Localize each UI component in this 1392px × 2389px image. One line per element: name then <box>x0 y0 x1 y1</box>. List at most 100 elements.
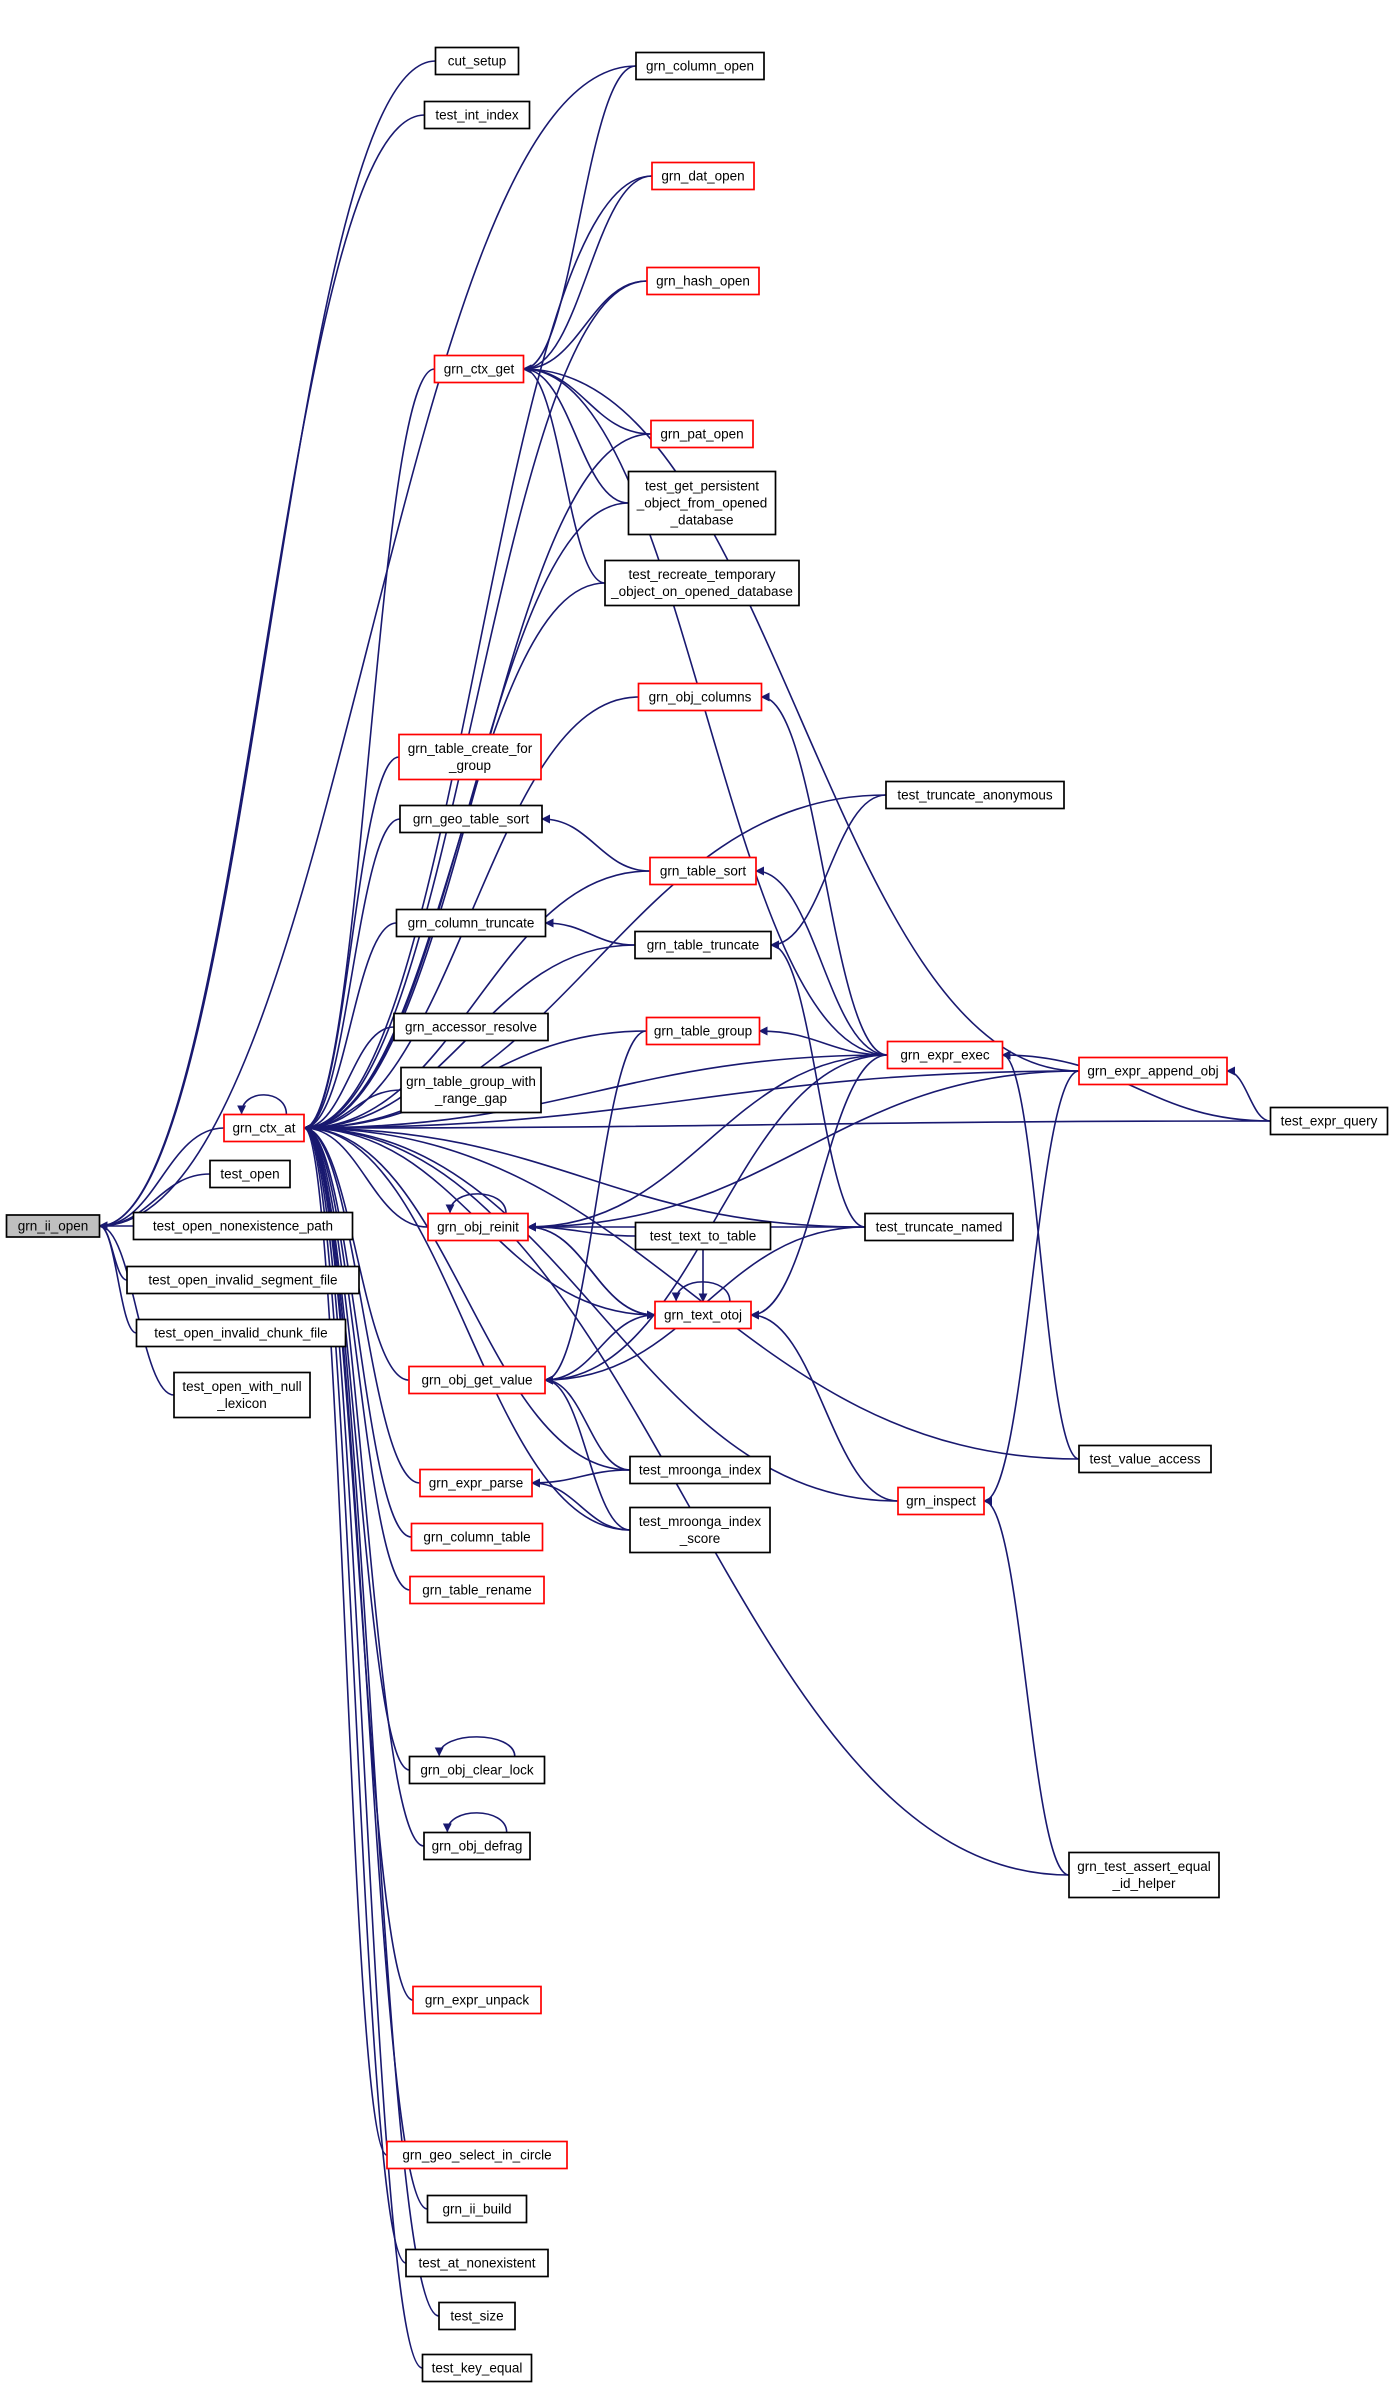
node-test-recreate-temporary[interactable]: test_recreate_temporary_object_on_opened… <box>604 559 800 607</box>
edge-test_mroonga_index-to-grn_ctx_at <box>303 1123 631 1471</box>
node-grn-text-otoj[interactable]: grn_text_otoj <box>654 1300 752 1330</box>
node-label: test_key_equal <box>432 2361 523 2376</box>
edge-grn_table_rename-to-grn_ctx_at <box>303 1123 411 1591</box>
node-test-mroonga-index[interactable]: test_mroonga_index <box>629 1455 771 1485</box>
edge-grn_geo_table_sort-to-grn_ctx_at <box>303 818 401 1133</box>
node-grn-expr-append-obj[interactable]: grn_expr_append_obj <box>1078 1056 1228 1086</box>
node-grn-obj-reinit[interactable]: grn_obj_reinit <box>427 1212 529 1242</box>
node-grn-ctx-at[interactable]: grn_ctx_at <box>223 1113 305 1143</box>
edge-test_int_index-to-grn_ii_open <box>98 114 425 1231</box>
node-test-size[interactable]: test_size <box>438 2301 516 2331</box>
edge-test_value_access-to-grn_ctx_at <box>303 1123 1080 1460</box>
node-box <box>886 1040 1004 1070</box>
node-test-get-persistent[interactable]: test_get_persistent_object_from_opened_d… <box>627 470 777 536</box>
edge-grn_table_create_for_group-to-grn_ctx_at <box>303 756 400 1133</box>
edge-test_mroonga_index_score-to-grn_ctx_at <box>303 1123 631 1531</box>
node-test-open-with-null-lexicon[interactable]: test_open_with_null_lexicon <box>173 1371 311 1419</box>
node-grn-obj-get-value[interactable]: grn_obj_get_value <box>408 1365 546 1395</box>
node-label: grn_obj_reinit <box>437 1220 519 1235</box>
node-test-expr-query[interactable]: test_expr_query <box>1269 1106 1389 1136</box>
node-grn-ctx-get[interactable]: grn_ctx_get <box>433 354 525 384</box>
edge-grn_expr_exec-to-grn_text_otoj <box>750 1054 888 1320</box>
edge-grn_obj_reinit-to-grn_obj_reinit <box>445 1193 507 1214</box>
node-label: test_open_invalid_chunk_file <box>154 1326 327 1341</box>
edge-grn_table_sort-to-grn_ctx_at <box>303 870 651 1133</box>
node-label: test_open_nonexistence_path <box>153 1219 333 1234</box>
node-box <box>629 1455 771 1485</box>
node-test-open-invalid-chunk-file[interactable]: test_open_invalid_chunk_file <box>135 1318 347 1348</box>
node-grn-geo-select-in-circle[interactable]: grn_geo_select_in_circle <box>386 2140 568 2170</box>
node-box <box>426 2194 528 2224</box>
node-grn-table-group[interactable]: grn_table_group <box>645 1016 761 1046</box>
edge-grn_test_assert_equal_id_helper-to-grn_inspect <box>983 1496 1070 1876</box>
node-grn-obj-columns[interactable]: grn_obj_columns <box>637 682 763 712</box>
node-grn-table-sort[interactable]: grn_table_sort <box>649 856 757 886</box>
node-label: grn_column_truncate <box>408 916 535 931</box>
node-grn-expr-exec[interactable]: grn_expr_exec <box>886 1040 1004 1070</box>
node-label: _object_on_opened_database <box>610 584 793 599</box>
node-test-value-access[interactable]: test_value_access <box>1078 1444 1212 1474</box>
edge-grn_expr_exec-to-grn_obj_columns <box>760 692 888 1056</box>
node-grn-inspect[interactable]: grn_inspect <box>897 1486 985 1516</box>
node-grn-column-table[interactable]: grn_column_table <box>410 1522 544 1552</box>
edge-grn_expr_append_obj-to-grn_inspect <box>983 1070 1080 1506</box>
node-label: grn_table_group_with <box>406 1074 536 1089</box>
node-test-open[interactable]: test_open <box>209 1159 291 1189</box>
node-test-open-nonexistence-path[interactable]: test_open_nonexistence_path <box>132 1211 354 1241</box>
node-grn-table-group-with-range-gap[interactable]: grn_table_group_with_range_gap <box>400 1066 542 1114</box>
node-label: grn_expr_exec <box>900 1048 990 1063</box>
node-test-key-equal[interactable]: test_key_equal <box>421 2353 533 2383</box>
node-box <box>864 1212 1014 1242</box>
node-grn-obj-clear-lock[interactable]: grn_obj_clear_lock <box>408 1755 546 1785</box>
node-grn-expr-unpack[interactable]: grn_expr_unpack <box>412 1985 542 2015</box>
node-test-int-index[interactable]: test_int_index <box>423 100 531 130</box>
node-box <box>634 930 772 960</box>
node-grn-dat-open[interactable]: grn_dat_open <box>651 161 755 191</box>
node-grn-expr-parse[interactable]: grn_expr_parse <box>419 1468 533 1498</box>
node-box <box>627 470 777 536</box>
node-grn-geo-table-sort[interactable]: grn_geo_table_sort <box>399 804 543 834</box>
edge-grn_expr_append_obj-to-grn_ctx_get <box>522 364 1080 1072</box>
node-box <box>635 51 765 81</box>
node-test-mroonga-index-score[interactable]: test_mroonga_index_score <box>629 1506 771 1554</box>
node-test-truncate-anonymous[interactable]: test_truncate_anonymous <box>885 780 1065 810</box>
node-box <box>897 1486 985 1516</box>
node-box <box>135 1318 347 1348</box>
node-grn-ii-build[interactable]: grn_ii_build <box>426 2194 528 2224</box>
node-box <box>399 804 543 834</box>
node-grn-pat-open[interactable]: grn_pat_open <box>650 419 754 449</box>
node-test-open-invalid-segment-file[interactable]: test_open_invalid_segment_file <box>126 1265 360 1295</box>
node-grn-obj-defrag[interactable]: grn_obj_defrag <box>423 1831 531 1861</box>
node-label: grn_ii_build <box>442 2202 511 2217</box>
node-grn-table-truncate[interactable]: grn_table_truncate <box>634 930 772 960</box>
edge-grn_table_group_with_range_gap-to-grn_ctx_at <box>303 1089 402 1133</box>
edge-test_mroonga_index_score-to-grn_obj_get_value <box>544 1375 631 1531</box>
node-label: grn_ii_open <box>18 1219 89 1234</box>
node-cut-setup[interactable]: cut_setup <box>434 46 520 76</box>
edge-grn_obj_clear_lock-to-grn_obj_clear_lock <box>434 1736 516 1757</box>
node-grn-test-assert-equal-id-helper[interactable]: grn_test_assert_equal_id_helper <box>1068 1851 1220 1899</box>
node-label: grn_geo_table_sort <box>413 812 530 827</box>
node-grn-ii-open[interactable]: grn_ii_open <box>5 1214 101 1238</box>
node-grn-column-open[interactable]: grn_column_open <box>635 51 765 81</box>
node-test-truncate-named[interactable]: test_truncate_named <box>864 1212 1014 1242</box>
node-label: grn_obj_defrag <box>432 1839 523 1854</box>
node-grn-accessor-resolve[interactable]: grn_accessor_resolve <box>393 1012 549 1042</box>
node-label: cut_setup <box>448 54 507 69</box>
node-box <box>604 559 800 607</box>
node-test-at-nonexistent[interactable]: test_at_nonexistent <box>405 2248 549 2278</box>
node-label: grn_accessor_resolve <box>405 1020 537 1035</box>
node-grn-table-rename[interactable]: grn_table_rename <box>409 1575 545 1605</box>
node-box <box>408 1365 546 1395</box>
node-label: test_text_to_table <box>650 1229 757 1244</box>
node-grn-column-truncate[interactable]: grn_column_truncate <box>395 908 547 938</box>
node-label: grn_expr_parse <box>429 1476 524 1491</box>
node-grn-table-create-for-group[interactable]: grn_table_create_for_group <box>398 733 542 781</box>
edge-test_at_nonexistent-to-grn_ctx_at <box>303 1123 407 2264</box>
node-test-text-to-table[interactable]: test_text_to_table <box>634 1221 772 1251</box>
node-grn-hash-open[interactable]: grn_hash_open <box>646 266 760 296</box>
node-label: grn_obj_get_value <box>421 1373 532 1388</box>
edge-grn_column_open-to-grn_ii_open <box>98 65 637 1231</box>
edge-test_key_equal-to-grn_ctx_at <box>303 1123 423 2369</box>
